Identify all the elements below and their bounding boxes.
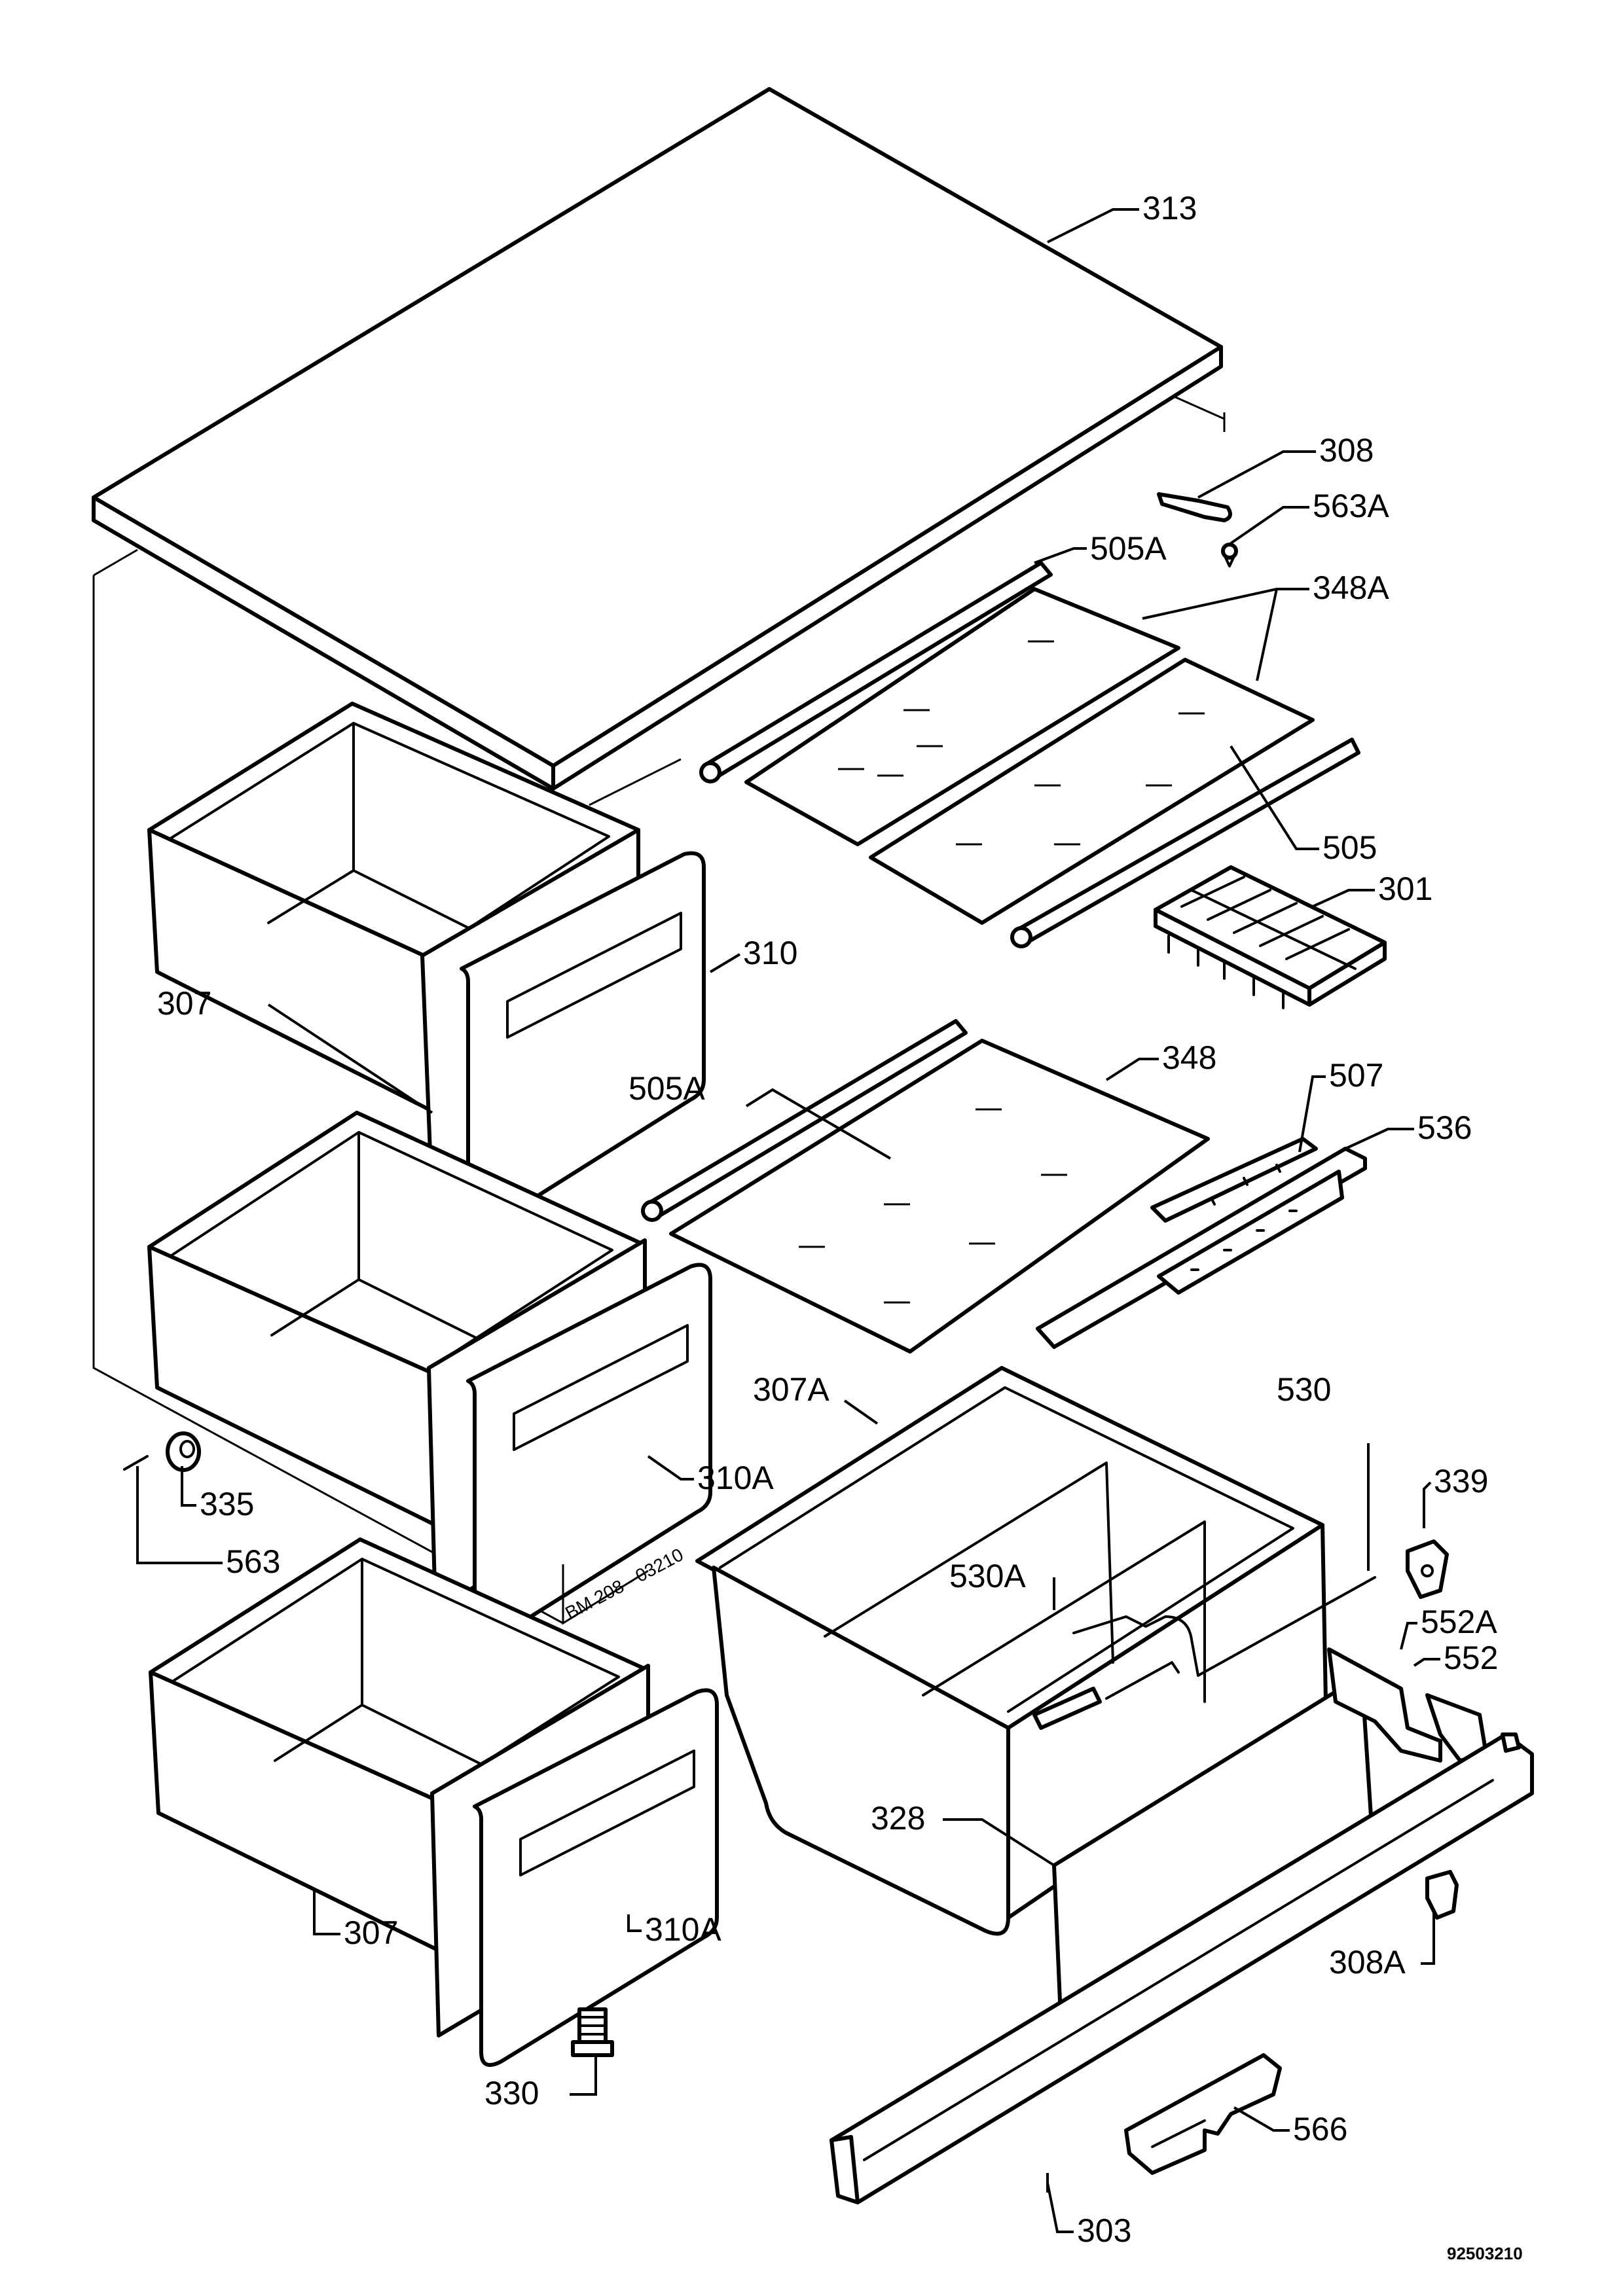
lower-drawer — [149, 1537, 719, 2067]
label-310a-low: 310A — [645, 1911, 721, 1948]
label-308: 308 — [1319, 432, 1374, 469]
label-330: 330 — [484, 2075, 539, 2111]
label-563a: 563A — [1313, 488, 1389, 524]
screw-330 — [571, 2007, 614, 2057]
label-310a-mid: 310A — [697, 1460, 774, 1496]
label-530a: 530A — [949, 1558, 1026, 1594]
label-552a: 552A — [1421, 1604, 1497, 1640]
label-339: 339 — [1434, 1463, 1488, 1499]
glass-shelf-348 — [669, 1039, 1210, 1354]
label-505a-top: 505A — [1090, 530, 1167, 567]
rail-536 — [1036, 1147, 1367, 1349]
label-307-lower: 307 — [344, 1914, 398, 1951]
bracket-507 — [1150, 1137, 1318, 1223]
latch-339 — [1406, 1539, 1449, 1599]
label-307a: 307A — [753, 1371, 830, 1408]
clip-308 — [1157, 492, 1232, 522]
label-301: 301 — [1378, 870, 1432, 907]
label-552: 552 — [1444, 1640, 1498, 1676]
middle-drawer — [147, 1111, 712, 1645]
trim-strip-505 — [1010, 738, 1360, 948]
wire-530 — [1072, 1576, 1376, 1677]
top-cover-plate — [92, 87, 1223, 791]
glass-shelf-348a-left — [744, 587, 1180, 846]
label-307-upper: 307 — [157, 985, 211, 1022]
pin-563 — [123, 1455, 149, 1471]
label-335: 335 — [200, 1486, 254, 1522]
label-310: 310 — [743, 935, 797, 971]
label-308a: 308A — [1329, 1944, 1406, 1981]
label-328: 328 — [871, 1800, 925, 1837]
label-313: 313 — [1142, 190, 1197, 226]
label-505: 505 — [1322, 829, 1377, 866]
label-505a-mid: 505A — [629, 1070, 705, 1107]
upper-drawer — [147, 702, 706, 1232]
trim-strip-505a-top — [699, 561, 1053, 783]
label-348a: 348A — [1313, 569, 1389, 606]
trim-strip-505a-mid — [641, 1019, 968, 1222]
ice-tray-301 — [1154, 865, 1387, 1009]
drawing-number: 92503210 — [1447, 2244, 1523, 2263]
leader-lines — [136, 208, 1440, 2233]
knob-335 — [166, 1431, 201, 1472]
clip-308a — [1425, 1870, 1459, 1920]
part-labels: 313 308 563A 505A 348A 505 301 310 307 5… — [157, 190, 1523, 2263]
label-507: 507 — [1329, 1057, 1383, 1094]
wire-530a — [1032, 1661, 1180, 1730]
label-563: 563 — [226, 1543, 280, 1580]
label-348: 348 — [1162, 1039, 1216, 1076]
label-566: 566 — [1293, 2111, 1347, 2147]
label-530: 530 — [1277, 1371, 1331, 1408]
screw-563a — [1221, 543, 1238, 567]
handle-566 — [1124, 2053, 1282, 2175]
glass-shelf-348a-right — [869, 658, 1315, 925]
label-536: 536 — [1417, 1109, 1472, 1146]
front-panel-303 — [830, 1732, 1534, 2204]
label-303: 303 — [1077, 2212, 1131, 2249]
crisper-307a — [695, 1366, 1328, 1936]
